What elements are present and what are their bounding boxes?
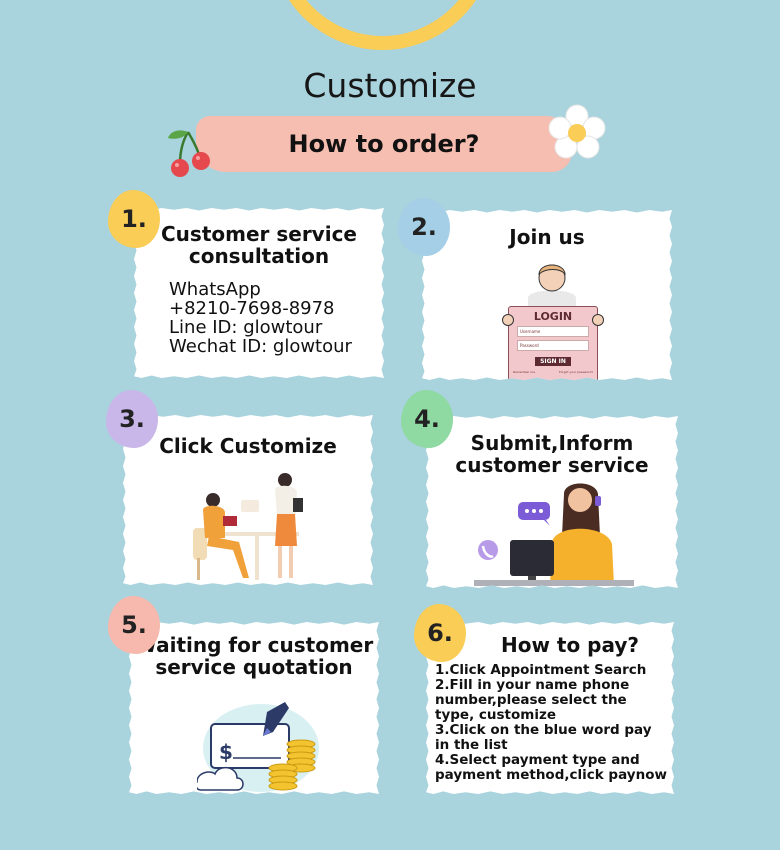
step-5-title: Waiting for customer service quotation (129, 634, 379, 678)
step-2-number: 2. (411, 213, 437, 241)
step-5-title-line2: service quotation (155, 655, 353, 679)
contact-line-id: Line ID: glowtour (169, 317, 323, 338)
step-5-number-badge: 5. (108, 596, 160, 654)
remember-me-label: Remember me (513, 370, 536, 374)
sign-in-button: SIGN IN (535, 357, 571, 366)
banner-text: How to order? (288, 130, 480, 158)
check-and-coins-illustration (197, 702, 319, 792)
login-password-field: Password (517, 340, 589, 351)
step-6-card: How to pay? 1.Click Appointment Search 2… (426, 622, 674, 794)
decorative-ring (270, 0, 495, 50)
step-3-title: Click Customize (159, 434, 337, 458)
payment-step-3: 3.Click on the blue word pay in the list (435, 722, 652, 753)
username-placeholder: Username (520, 329, 541, 334)
contact-info: WhatsApp +8210-7698-8978 Line ID: glowto… (169, 280, 352, 356)
payment-step-4: 4.Select payment type and payment method… (435, 752, 667, 783)
login-heading: LOGIN (533, 310, 573, 323)
page-title: Customize (303, 66, 477, 105)
how-to-order-banner: How to order? (196, 116, 572, 172)
login-board: LOGIN Username Password SIGN IN Remember… (508, 306, 598, 380)
customer-service-agent-illustration (474, 483, 634, 586)
step-3-card: Click Customize (123, 415, 373, 585)
password-placeholder: Password (520, 343, 539, 348)
step-4-number-badge: 4. (401, 390, 453, 448)
login-username-field: Username (517, 326, 589, 337)
step-1-number: 1. (121, 205, 147, 233)
person-with-login-board-illustration (528, 264, 576, 310)
flower-icon (548, 104, 606, 159)
step-6-number: 6. (427, 619, 453, 647)
contact-whatsapp-label: WhatsApp (169, 279, 261, 300)
step-4-title-line1: Submit,Inform (470, 431, 634, 455)
contact-whatsapp-number: +8210-7698-8978 (169, 298, 335, 319)
contact-wechat-id: Wechat ID: glowtour (169, 336, 352, 357)
hand-left (502, 314, 514, 326)
step-1-card: Customer service consultation WhatsApp +… (134, 208, 384, 378)
forgot-password-link: Forgot your password? (558, 370, 593, 374)
step-2-title: Join us (509, 225, 585, 249)
step-4-title-line2: customer service (455, 453, 649, 477)
step-4-title: Submit,Inform customer service (426, 432, 678, 476)
step-5-card: Waiting for customer service quotation $ (129, 622, 379, 794)
step-6-number-badge: 6. (414, 604, 466, 662)
payment-instructions: 1.Click Appointment Search 2.Fill in you… (435, 663, 670, 783)
hand-right (592, 314, 604, 326)
payment-step-1: 1.Click Appointment Search (435, 662, 647, 678)
step-1-title-line2: consultation (188, 244, 330, 268)
step-5-title-line1: Waiting for customer (134, 633, 374, 657)
cherry-icon (168, 130, 210, 177)
step-4-number: 4. (414, 405, 440, 433)
step-1-title: Customer service consultation (134, 223, 384, 267)
check-dollar-sign: $ (219, 740, 233, 764)
step-2-card: Join us LOGIN Username Password SIGN IN … (422, 210, 672, 380)
payment-step-2: 2.Fill in your name phone number,please … (435, 677, 630, 723)
people-at-table-illustration (193, 473, 303, 580)
step-4-card: Submit,Inform customer service (426, 416, 678, 588)
step-5-number: 5. (121, 611, 147, 639)
step-6-title: How to pay? (500, 633, 640, 657)
step-3-number: 3. (119, 405, 145, 433)
step-3-number-badge: 3. (106, 390, 158, 448)
step-1-title-line1: Customer service (161, 222, 357, 246)
step-2-number-badge: 2. (398, 198, 450, 256)
step-1-number-badge: 1. (108, 190, 160, 248)
login-footer: Remember me Forgot your password? (513, 370, 593, 374)
